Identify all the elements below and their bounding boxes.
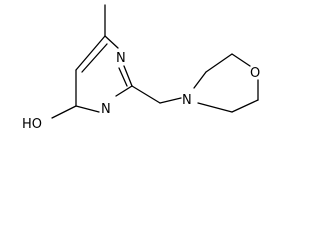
bond-morph-upper-c-c (205, 53, 233, 73)
bond-n-morph-c-upper (193, 71, 207, 89)
atom-n-morpholine: N (182, 93, 192, 108)
atom-n-lower: N (101, 102, 111, 117)
bond-morph-c-n-lower (197, 102, 233, 113)
bond-n1-c2-b (118, 67, 128, 87)
bond-c5-c6-a (75, 35, 106, 71)
bond-c2-ch2 (131, 85, 161, 104)
bond-ch2-n-morpholine (159, 97, 182, 104)
atom-hydroxyl: HO (22, 117, 42, 131)
bond-c6-n1 (104, 35, 119, 49)
bond-c4-oh (51, 105, 77, 119)
bond-morph-lower-c-c (231, 99, 259, 113)
bond-morph-c-o-upper (231, 53, 251, 67)
bond-n1-c2-a (123, 65, 133, 87)
molecule-structure: N N N O HO (22, 4, 260, 131)
bonds (51, 4, 259, 119)
bond-n3-c4 (75, 105, 100, 113)
atom-o-morpholine: O (250, 66, 260, 81)
bond-c5-c6-b (81, 43, 108, 73)
atom-n-upper: N (116, 51, 126, 66)
bond-c2-n3 (115, 85, 133, 97)
